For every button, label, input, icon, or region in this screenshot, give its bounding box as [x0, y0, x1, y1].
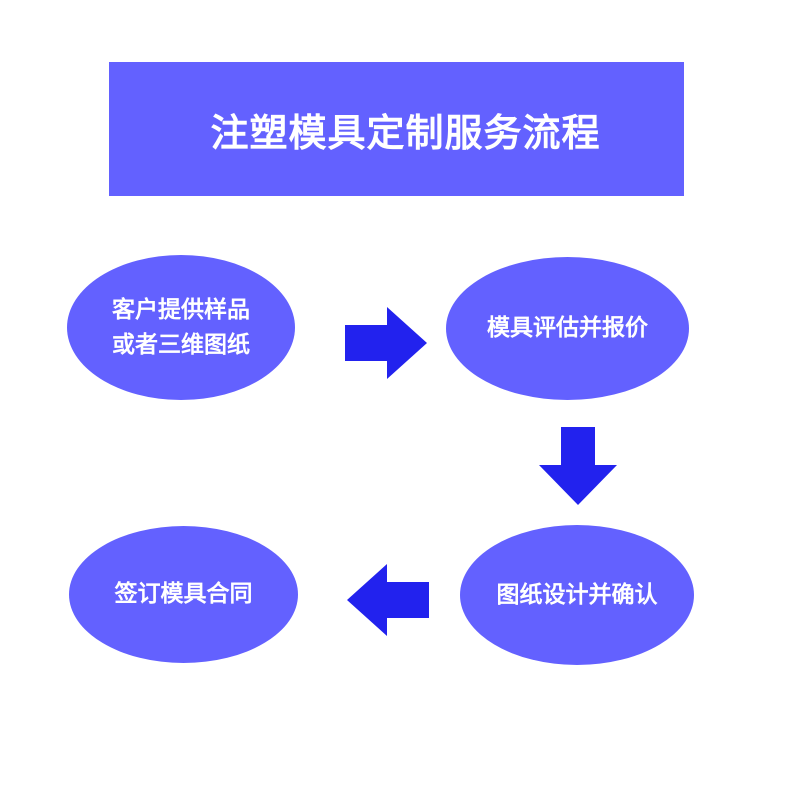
- step-label: 模具评估并报价: [487, 314, 648, 342]
- arrow-left-icon: [347, 564, 429, 636]
- step-design-confirm: 图纸设计并确认: [460, 525, 694, 665]
- step-label: 客户提供样品 或者三维图纸: [112, 296, 250, 358]
- step-sign-contract: 签订模具合同: [69, 526, 298, 663]
- title-banner: 注塑模具定制服务流程: [109, 62, 684, 196]
- arrow-down-icon: [539, 427, 617, 505]
- step-evaluate-quote: 模具评估并报价: [446, 257, 689, 400]
- step-label: 签订模具合同: [114, 580, 253, 608]
- arrow-right-icon: [345, 307, 427, 379]
- step-label: 图纸设计并确认: [496, 580, 658, 608]
- page-title: 注塑模具定制服务流程: [210, 109, 601, 155]
- step-provide-samples: 客户提供样品 或者三维图纸: [67, 255, 295, 400]
